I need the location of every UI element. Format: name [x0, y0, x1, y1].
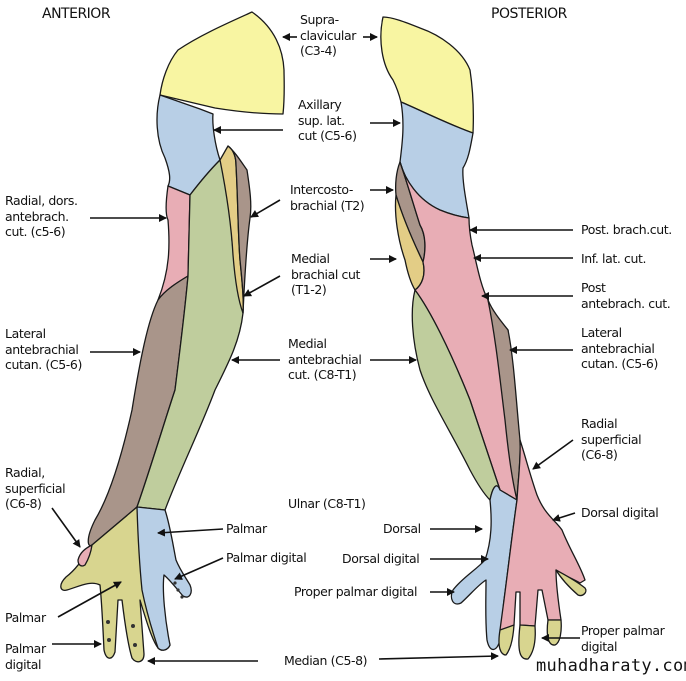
anterior-region-ulnar-hand [136, 506, 192, 651]
label-dorsal-digital-posterior: Dorsal digital [581, 505, 659, 520]
label-inf-lat-cut: Inf. lat. cut. [581, 251, 647, 266]
label-palmar-anterior: Palmar [5, 610, 46, 625]
title-posterior: POSTERIOR [491, 6, 567, 22]
anterior-region-intercostobrachial [227, 145, 252, 314]
posterior-region-fingertip-2 [518, 624, 536, 660]
label-ulnar-palmar-digital: Palmar digital [226, 550, 307, 565]
label-ulnar-palmar: Palmar [226, 521, 267, 536]
posterior-region-fingertip-1 [498, 624, 515, 656]
label-ulnar: Ulnar (C8-T1) [288, 496, 366, 511]
label-radial-dorsal-antebrachial: Radial, dors.antebrach.cut. (c5-6) [5, 193, 78, 239]
anterior-region-supraclavicular [159, 11, 285, 115]
watermark: muhadharaty.com [536, 656, 686, 676]
label-supraclavicular: Supra-clavicular(C3-4) [300, 12, 356, 58]
posterior-arm [380, 16, 587, 660]
posterior-region-fingertip-thumb [555, 569, 587, 597]
label-radial-superficial-anterior: Radial,superficial(C6-8) [5, 465, 66, 511]
label-ulnar-dorsal: Dorsal [383, 521, 421, 536]
title-anterior: ANTERIOR [42, 6, 111, 22]
anterior-arm [60, 11, 285, 663]
posterior-region-fingertip-3 [546, 619, 562, 646]
label-intercostobrachial: Intercosto-brachial (T2) [290, 182, 365, 213]
leader-arrows [51, 33, 580, 665]
label-ulnar-proper-palmar-digital: Proper palmar digital [294, 584, 418, 599]
palmar-digital-dots [106, 581, 184, 647]
label-median: Median (C5-8) [284, 653, 368, 668]
label-ulnar-dorsal-digital: Dorsal digital [342, 551, 420, 566]
anterior-region-radial-superficial [77, 544, 93, 567]
label-post-brach-cut: Post. brach.cut. [581, 222, 672, 237]
